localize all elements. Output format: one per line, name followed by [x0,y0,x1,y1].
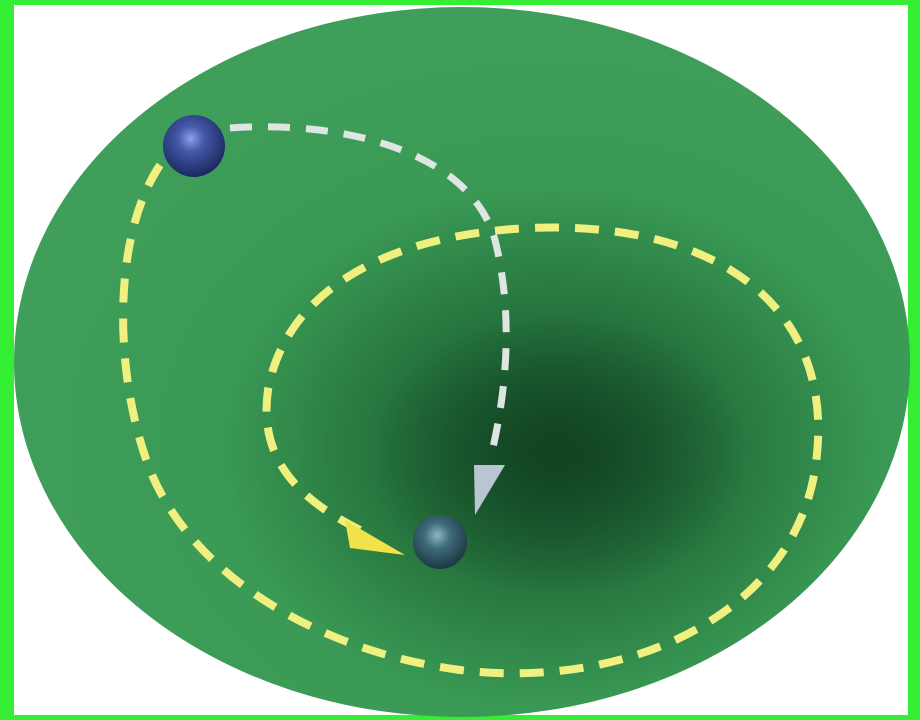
blue-sphere-icon [163,115,225,177]
teal-sphere-icon [413,515,467,569]
